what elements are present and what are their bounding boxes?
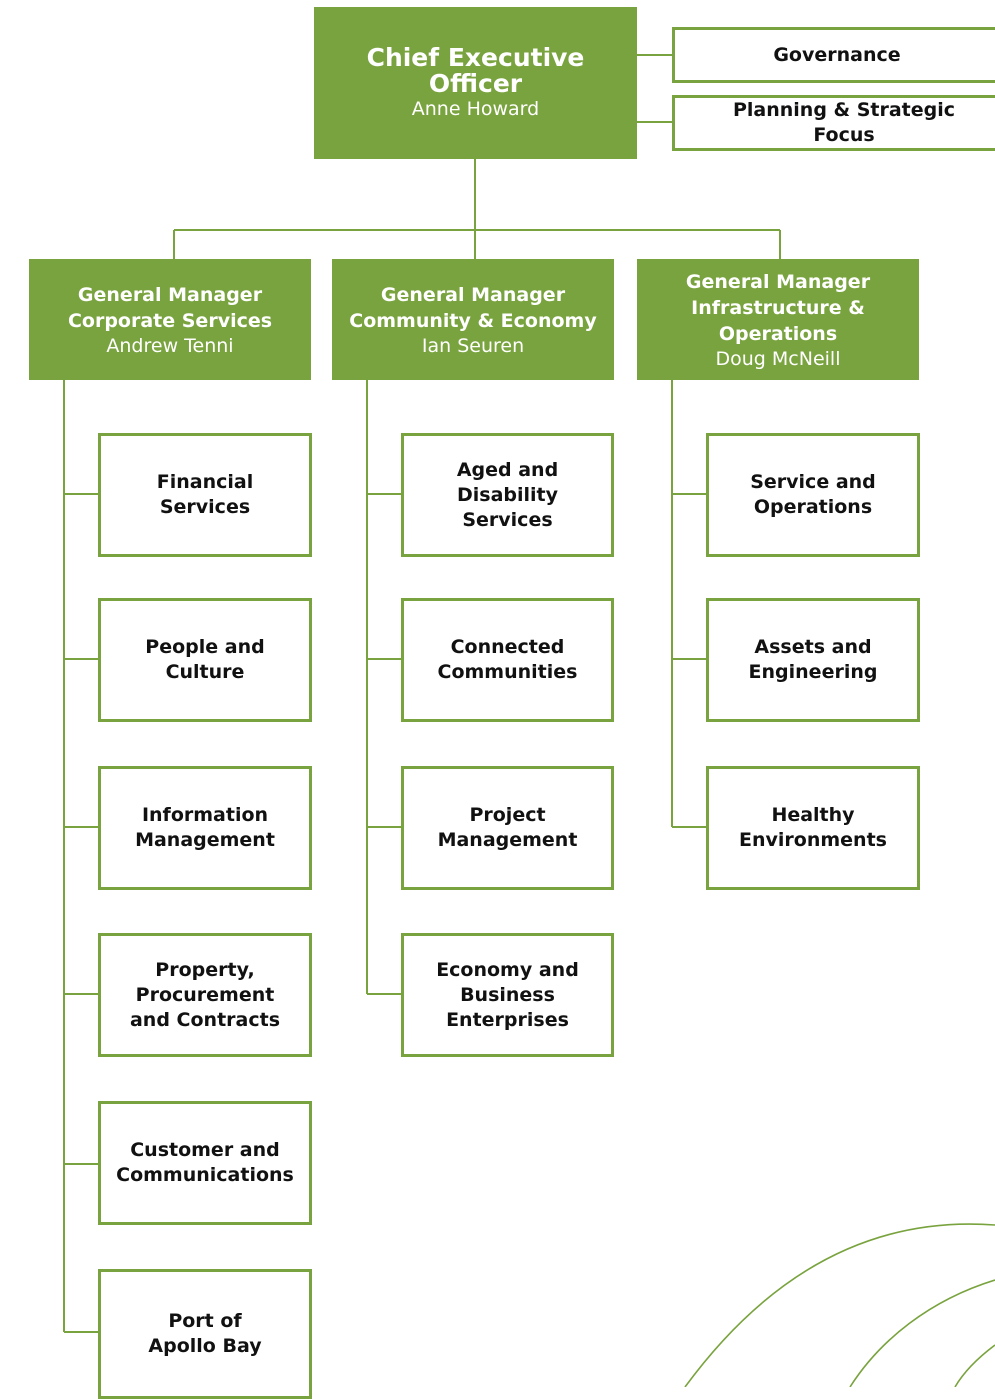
unit-label: Service and Operations — [750, 471, 876, 518]
unit-box-property-procurement-contracts: Property, Procurement and Contracts — [98, 933, 312, 1057]
unit-box-customer-communications: Customer and Communications — [98, 1101, 312, 1225]
unit-label: Customer and Communications — [116, 1139, 294, 1186]
unit-label: Healthy Environments — [739, 804, 887, 851]
unit-box-project-management: Project Management — [401, 766, 614, 890]
unit-box-economy-business-enterprises: Economy and Business Enterprises — [401, 933, 614, 1057]
gm-community-economy-name: Ian Seuren — [421, 334, 525, 357]
unit-label: Project Management — [437, 804, 578, 851]
planning-strategic-focus-box: Planning & Strategic Focus — [672, 95, 995, 151]
governance-label: Governance — [773, 43, 901, 66]
unit-box-aged-disability-services: Aged and Disability Services — [401, 433, 614, 557]
gm-infrastructure-operations-name: Doug McNeill — [715, 347, 841, 370]
unit-box-people-and-culture: People and Culture — [98, 598, 312, 722]
unit-box-service-operations: Service and Operations — [706, 433, 920, 557]
unit-box-connected-communities: Connected Communities — [401, 598, 614, 722]
decorative-swirl — [684, 1223, 995, 1387]
gm-community-economy-box: General Manager Community & Economy Ian … — [332, 259, 614, 380]
unit-box-assets-engineering: Assets and Engineering — [706, 598, 920, 722]
unit-label: Economy and Business Enterprises — [436, 958, 579, 1031]
unit-label: Assets and Engineering — [748, 636, 878, 683]
gm-community-economy-title: General Manager Community & Economy — [349, 283, 597, 332]
unit-box-financial-services: Financial Services — [98, 433, 312, 557]
unit-label: People and Culture — [145, 636, 265, 683]
unit-box-information-management: Information Management — [98, 766, 312, 890]
gm-infrastructure-operations-box: General Manager Infrastructure & Operati… — [637, 259, 919, 380]
unit-label: Financial Services — [156, 471, 254, 518]
ceo-box: Chief Executive Officer Anne Howard — [314, 7, 637, 159]
unit-label: Port of Apollo Bay — [148, 1310, 262, 1357]
ceo-title: Chief Executive Officer — [366, 43, 585, 98]
gm-infrastructure-operations-title: General Manager Infrastructure & Operati… — [685, 270, 871, 345]
unit-label: Aged and Disability Services — [456, 458, 559, 531]
governance-box: Governance — [672, 27, 995, 83]
unit-box-port-of-apollo-bay: Port of Apollo Bay — [98, 1269, 312, 1399]
gm-corporate-services-box: General Manager Corporate Services Andre… — [29, 259, 311, 380]
gm-corporate-services-name: Andrew Tenni — [106, 334, 234, 357]
unit-box-healthy-environments: Healthy Environments — [706, 766, 920, 890]
planning-strategic-focus-label: Planning & Strategic Focus — [732, 99, 956, 146]
unit-label: Property, Procurement and Contracts — [129, 958, 280, 1031]
unit-label: Information Management — [135, 804, 275, 851]
unit-label: Connected Communities — [437, 636, 578, 683]
ceo-name: Anne Howard — [411, 98, 540, 120]
gm-corporate-services-title: General Manager Corporate Services — [67, 283, 273, 332]
